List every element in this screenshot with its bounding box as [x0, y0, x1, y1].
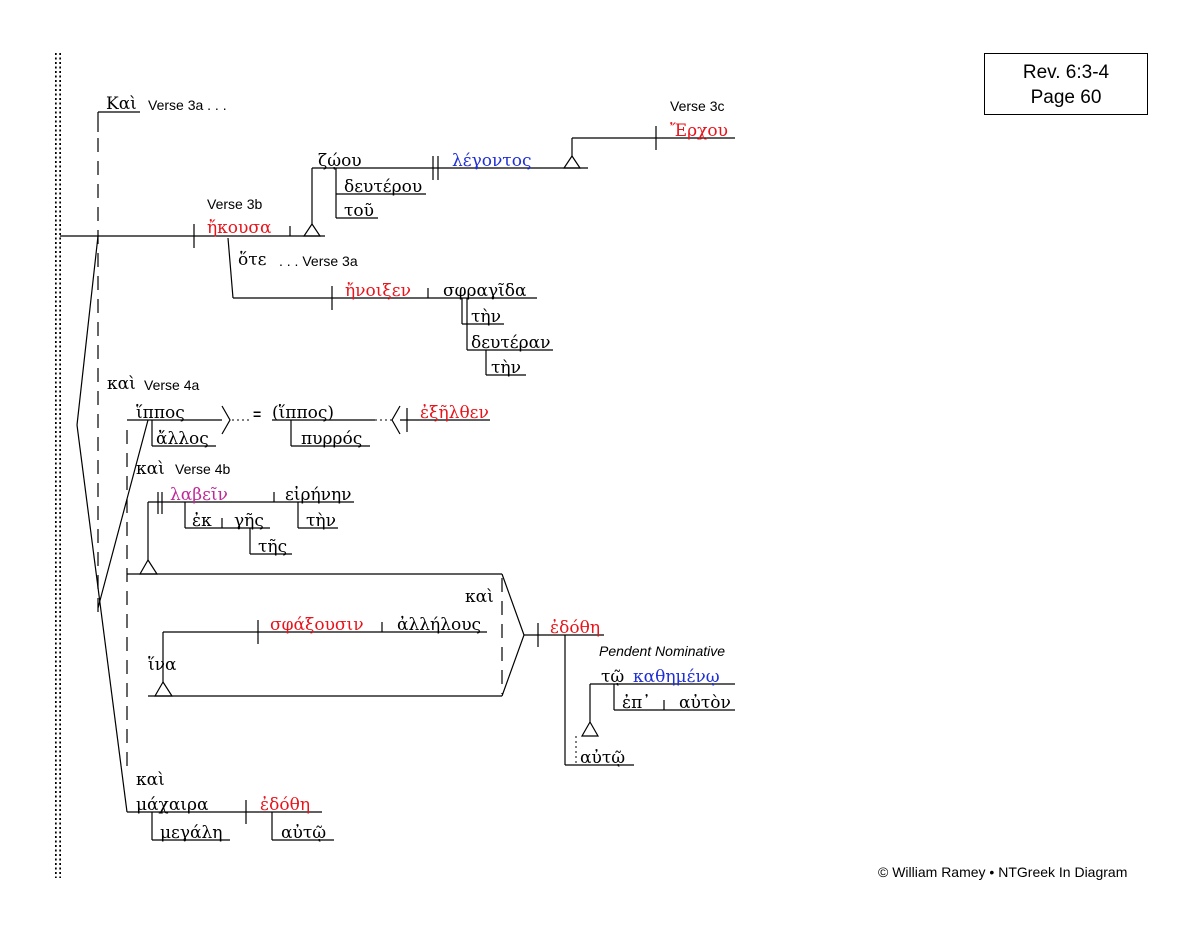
- word-auto-2: αὐτῷ: [281, 823, 326, 843]
- word-kai-4a: καὶ: [107, 374, 136, 394]
- word-edothe-1: ἐδόθη: [550, 618, 600, 638]
- label-verse3c: Verse 3c: [670, 98, 724, 114]
- greek-words: Καὶ ἤκουσα ζῴου δευτέρου τοῦ λέγοντος Ἔρ…: [106, 94, 731, 843]
- word-labein: λαβεῖν: [170, 485, 228, 505]
- reference-page: Page 60: [1030, 87, 1102, 108]
- word-ges: γῆς: [234, 511, 264, 531]
- word-sphragida: σφραγῖδα: [443, 281, 527, 301]
- word-hippos: ἵππος: [136, 403, 185, 423]
- word-sphaxousin: σφάξουσιν: [270, 615, 364, 635]
- word-ten-3: τὴν: [306, 511, 336, 531]
- label-verse3a-top: Verse 3a . . .: [148, 97, 227, 113]
- word-auto-1: αὐτῷ: [580, 748, 625, 768]
- word-auton: αὐτὸν: [679, 693, 731, 713]
- word-pyrros: πυρρός: [301, 429, 362, 449]
- word-hippos-implied: (ἵππος): [272, 403, 334, 423]
- word-legontos: λέγοντος: [452, 151, 531, 171]
- word-ep: ἐπ᾽: [622, 693, 651, 713]
- copyright-notice: © William Ramey • NTGreek In Diagram: [878, 864, 1128, 880]
- word-allos: ἄλλος: [156, 429, 209, 449]
- verse-labels: Verse 3a . . . Verse 3b Verse 3c . . . V…: [144, 97, 725, 659]
- word-kai-4b: καὶ: [136, 459, 165, 479]
- word-erchou: Ἔρχου: [670, 121, 728, 141]
- word-allelous: ἀλλήλους: [397, 615, 481, 635]
- word-tes: τῆς: [258, 537, 287, 557]
- label-verse3b: Verse 3b: [207, 196, 262, 212]
- word-kai-mid: καὶ: [465, 587, 494, 607]
- word-eirenen: εἰρήνην: [285, 485, 352, 505]
- word-zoou: ζῴου: [318, 151, 362, 171]
- label-verse4a: Verse 4a: [144, 377, 199, 393]
- word-kai-top: Καὶ: [106, 94, 137, 114]
- word-exelthen: ἐξῆλθεν: [420, 403, 489, 423]
- label-verse4b: Verse 4b: [175, 461, 230, 477]
- verse3-lines: [60, 111, 735, 620]
- reference-passage: Rev. 6:3-4: [1022, 62, 1110, 83]
- reference-box: Rev. 6:3-4 Page 60: [984, 53, 1148, 115]
- word-edothe-2: ἐδόθη: [260, 795, 310, 815]
- verse4-lines: [76, 235, 735, 841]
- word-hina: ἵνα: [148, 655, 177, 675]
- word-deuteran: δευτέραν: [471, 333, 550, 353]
- word-ek: ἐκ: [192, 511, 212, 531]
- word-ten-2: τὴν: [491, 358, 521, 378]
- word-ekousa: ἤκουσα: [207, 218, 272, 238]
- word-deuterou: δευτέρου: [344, 177, 422, 197]
- equals-sign: =: [253, 406, 261, 422]
- label-verse3a-inner: . . . Verse 3a: [279, 253, 358, 269]
- word-tou: τοῦ: [344, 201, 374, 221]
- word-hote: ὅτε: [238, 250, 267, 270]
- word-enoixen: ἤνοιξεν: [345, 281, 411, 301]
- word-to: τῷ: [601, 667, 624, 687]
- word-ten-1: τὴν: [471, 307, 501, 327]
- word-machaira: μάχαιρα: [136, 795, 209, 815]
- word-kathemeno: καθημένῳ: [633, 667, 720, 687]
- word-kai-bottom: καὶ: [136, 770, 165, 790]
- word-megale: μεγάλη: [160, 823, 222, 843]
- label-pendent-nominative: Pendent Nominative: [599, 643, 725, 659]
